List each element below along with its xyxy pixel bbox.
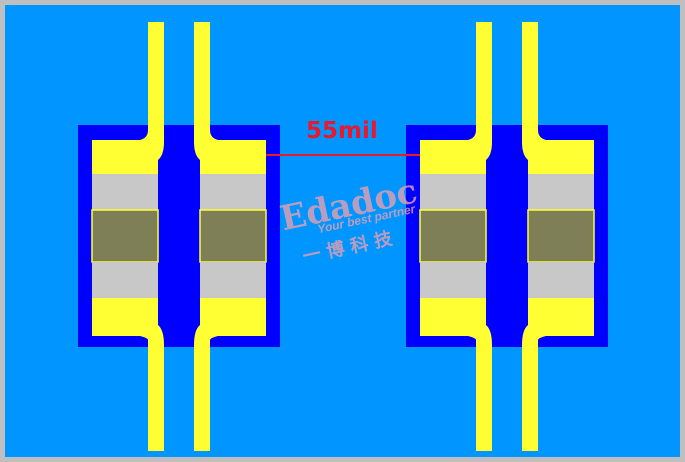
left-cap-1-end-bottom (92, 262, 158, 298)
left-cap-2-end-bottom (200, 262, 266, 298)
clearance-dimension-label: 55mil (306, 118, 378, 144)
left-footprint (78, 22, 280, 451)
left-cap-2-body (199, 209, 267, 263)
right-cap-1-body (419, 209, 487, 263)
left-cap-1-body (91, 209, 159, 263)
right-footprint (406, 22, 608, 451)
left-cap-2-end-top (200, 174, 266, 210)
left-cap-1-end-top (92, 174, 158, 210)
right-cap-2-body (527, 209, 595, 263)
right-cap-1-end-bottom (420, 262, 486, 298)
right-cap-2-end-top (528, 174, 594, 210)
right-cap-1-end-top (420, 174, 486, 210)
right-cap-2-end-bottom (528, 262, 594, 298)
